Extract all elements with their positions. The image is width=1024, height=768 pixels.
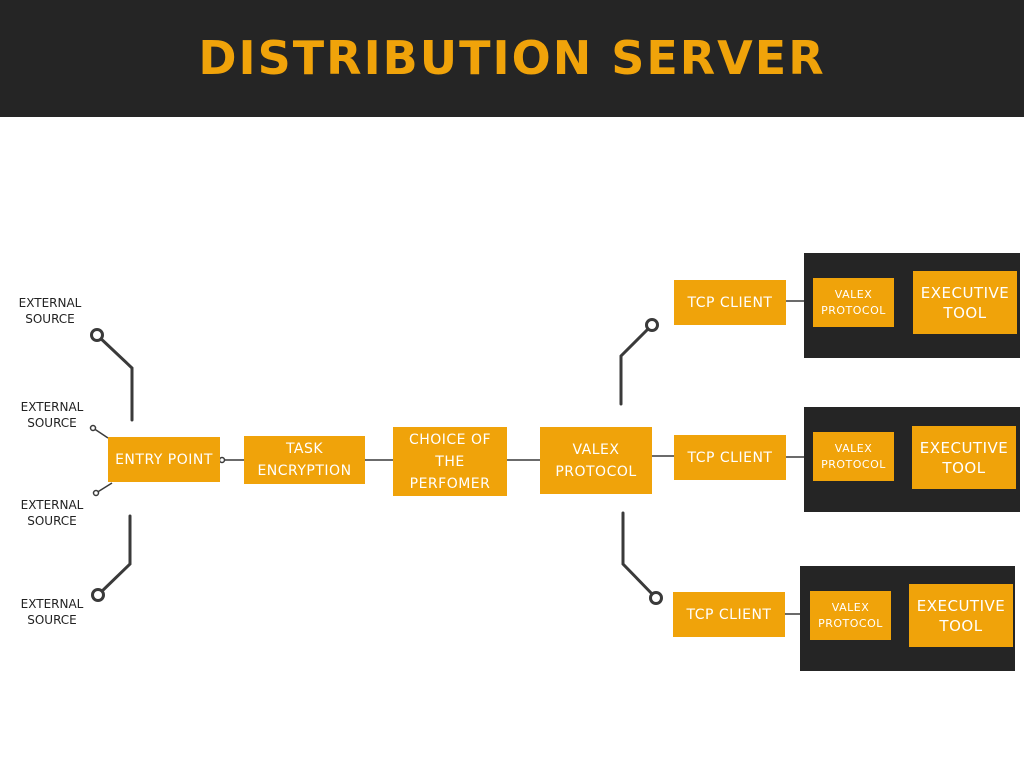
client-3-valex-protocol-box: VALEX PROTOCOL xyxy=(810,591,891,640)
tcp-client-3-box: TCP CLIENT xyxy=(673,592,785,637)
external-source-1-label: EXTERNAL SOURCE xyxy=(18,296,82,326)
external-source-2-label: EXTERNAL SOURCE xyxy=(20,400,84,430)
source-4-connector xyxy=(96,514,132,597)
tcp-client-2-box: TCP CLIENT xyxy=(674,435,786,480)
client-1-executive-tool-box: EXECUTIVE TOOL xyxy=(913,271,1017,334)
source-3-terminal xyxy=(92,489,100,497)
valex-protocol-box: VALEX PROTOCOL xyxy=(540,427,652,494)
external-source-4-label: EXTERNAL SOURCE xyxy=(20,597,84,627)
client-3-connector xyxy=(621,511,658,600)
header-bar: DISTRIBUTION SERVER xyxy=(0,0,1024,117)
client-3-terminal xyxy=(649,591,663,605)
source-2-terminal xyxy=(89,424,97,432)
source-1-connector xyxy=(95,333,134,422)
source-4-terminal xyxy=(91,588,105,602)
page-title: DISTRIBUTION SERVER xyxy=(198,31,826,85)
choice-of-performer-box: CHOICE OF THE PERFOMER xyxy=(393,427,507,496)
entry-point-box: ENTRY POINT xyxy=(108,437,220,482)
client-1-terminal xyxy=(645,318,659,332)
tcp-client-1-box: TCP CLIENT xyxy=(674,280,786,325)
source-1-terminal xyxy=(90,328,104,342)
client-3-executive-tool-box: EXECUTIVE TOOL xyxy=(909,584,1013,647)
client-1-valex-protocol-box: VALEX PROTOCOL xyxy=(813,278,894,327)
external-source-3-label: EXTERNAL SOURCE xyxy=(20,498,84,528)
client-2-executive-tool-box: EXECUTIVE TOOL xyxy=(912,426,1016,489)
client-1-connector xyxy=(619,323,654,406)
task-encryption-box: TASK ENCRYPTION xyxy=(244,436,365,484)
client-2-valex-protocol-box: VALEX PROTOCOL xyxy=(813,432,894,481)
